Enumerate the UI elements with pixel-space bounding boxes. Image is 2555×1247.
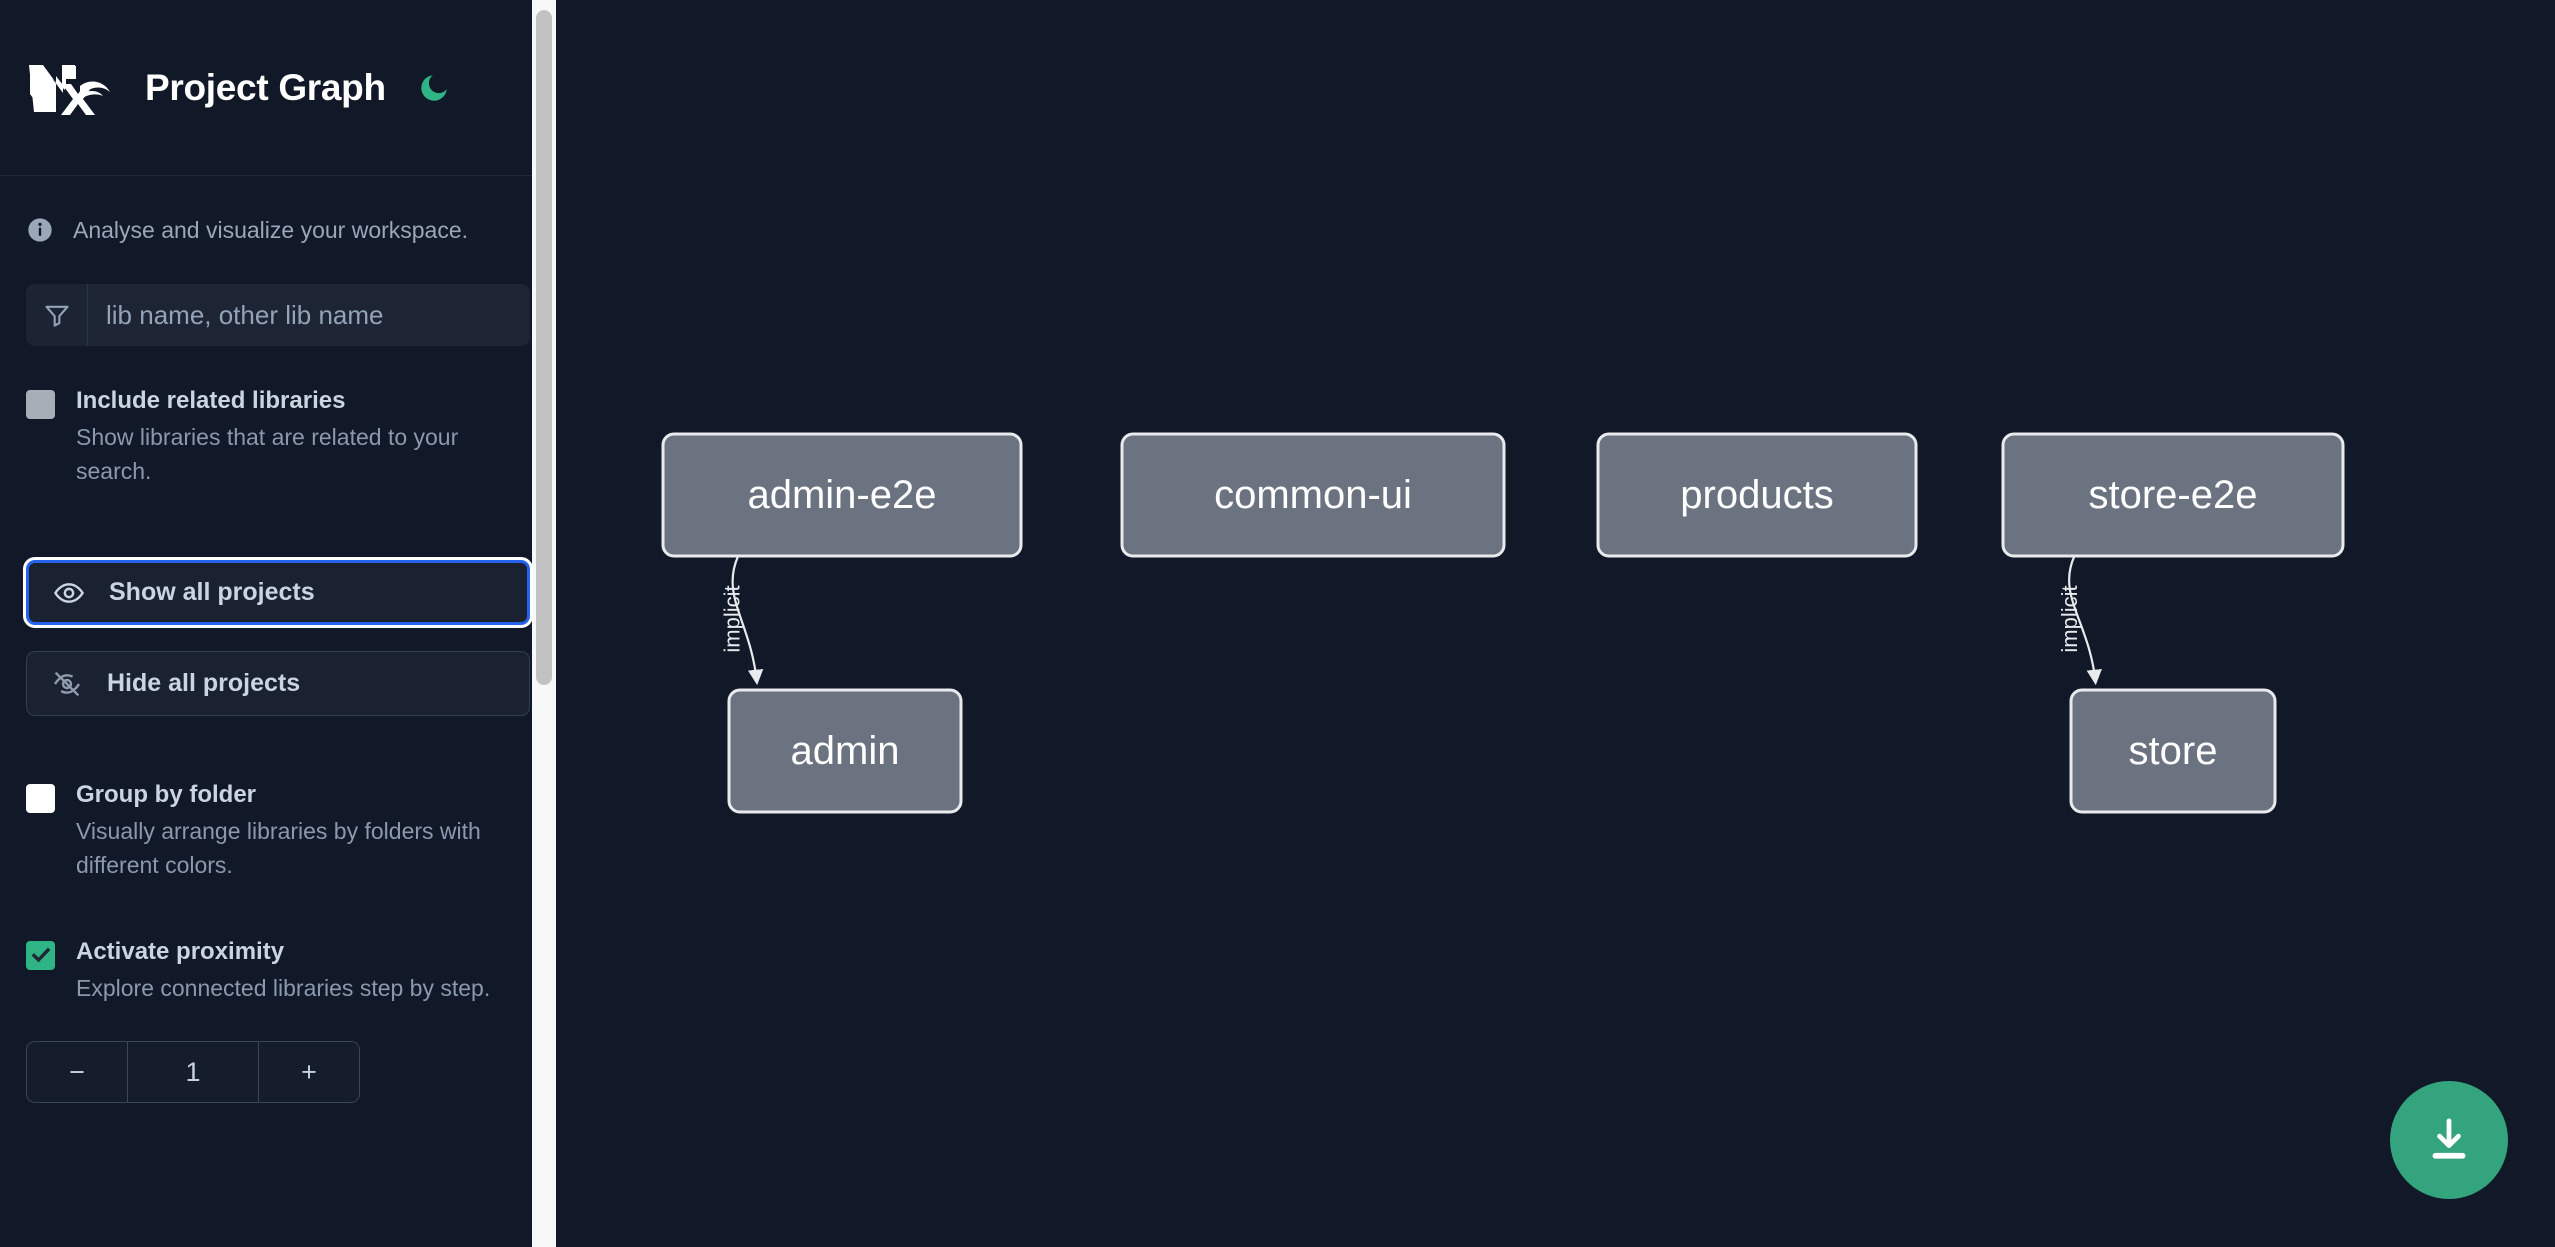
graph-edges: implicit implicit: [720, 555, 2102, 686]
proximity-increment-button[interactable]: +: [258, 1042, 359, 1103]
option-label: Activate proximity: [76, 937, 285, 965]
funnel-icon: [26, 284, 88, 346]
hide-all-projects-button[interactable]: Hide all projects: [26, 651, 530, 717]
page-title: Project Graph: [145, 66, 386, 108]
tagline-text: Analyse and visualize your workspace.: [73, 216, 469, 243]
project-graph-svg: implicit implicit admin-e2e common-ui produ…: [661, 432, 2345, 814]
sidebar-scrollbar-thumb[interactable]: [536, 10, 552, 685]
proximity-stepper: − 1 +: [26, 1041, 360, 1104]
option-group-by-folder[interactable]: Group by folder Visually arrange librari…: [26, 778, 530, 882]
check-icon: [31, 947, 50, 963]
eye-off-icon: [51, 667, 85, 701]
option-description: Explore connected libraries step by step…: [76, 974, 491, 1001]
nx-logo-icon: [26, 60, 114, 116]
workspace-tagline: Analyse and visualize your workspace.: [0, 176, 556, 284]
graph-edge[interactable]: [2068, 555, 2102, 686]
graph-edge[interactable]: [731, 555, 764, 686]
graph-node-label: common-ui: [1214, 473, 1412, 517]
graph-node[interactable]: store: [2069, 688, 2277, 814]
sidebar-scrollbar-track[interactable]: [532, 0, 556, 1247]
download-button[interactable]: [2390, 1081, 2508, 1199]
show-all-projects-button[interactable]: Show all projects: [26, 560, 530, 626]
edge-label: implicit: [2057, 585, 2082, 652]
sidebar-controls: Include related libraries Show libraries…: [0, 284, 556, 1104]
include-related-libraries-checkbox[interactable]: [26, 390, 55, 419]
graph-nodes: admin-e2e common-ui products store-e2e admin…: [661, 432, 2345, 814]
sidebar-header: Project Graph: [0, 0, 556, 176]
graph-node-label: admin: [791, 729, 900, 773]
option-include-related-libraries[interactable]: Include related libraries Show libraries…: [26, 384, 530, 488]
moon-icon[interactable]: [414, 68, 454, 108]
graph-node[interactable]: products: [1596, 432, 1918, 558]
edge-label: implicit: [720, 585, 745, 652]
eye-icon: [53, 576, 87, 610]
download-icon: [2432, 1118, 2466, 1159]
graph-node-label: products: [1680, 473, 1833, 517]
group-by-folder-checkbox[interactable]: [26, 784, 55, 814]
option-description: Visually arrange libraries by folders wi…: [76, 818, 481, 878]
graph-node[interactable]: common-ui: [1120, 432, 1506, 558]
show-all-projects-label: Show all projects: [109, 578, 315, 607]
graph-node-label: store-e2e: [2089, 473, 2258, 517]
graph-node[interactable]: store-e2e: [2001, 432, 2345, 558]
option-description: Show libraries that are related to your …: [76, 423, 459, 484]
graph-node-label: admin-e2e: [747, 473, 936, 517]
filter-box[interactable]: [26, 284, 530, 346]
hide-all-projects-label: Hide all projects: [107, 669, 301, 698]
search-input[interactable]: [88, 284, 530, 346]
graph-canvas[interactable]: implicit implicit admin-e2e common-ui produ…: [556, 0, 2555, 1247]
option-label: Group by folder: [76, 781, 256, 809]
activate-proximity-checkbox[interactable]: [26, 940, 55, 970]
proximity-value: 1: [128, 1042, 258, 1103]
proximity-decrement-button[interactable]: −: [27, 1042, 128, 1103]
sidebar: Project Graph Analyse and visualize your…: [0, 0, 556, 1247]
info-icon: [26, 216, 54, 244]
graph-node[interactable]: admin-e2e: [661, 432, 1023, 558]
graph-node[interactable]: admin: [727, 688, 963, 814]
option-label: Include related libraries: [76, 387, 346, 414]
graph-node-label: store: [2129, 729, 2218, 773]
option-activate-proximity[interactable]: Activate proximity Explore connected lib…: [26, 935, 530, 1006]
